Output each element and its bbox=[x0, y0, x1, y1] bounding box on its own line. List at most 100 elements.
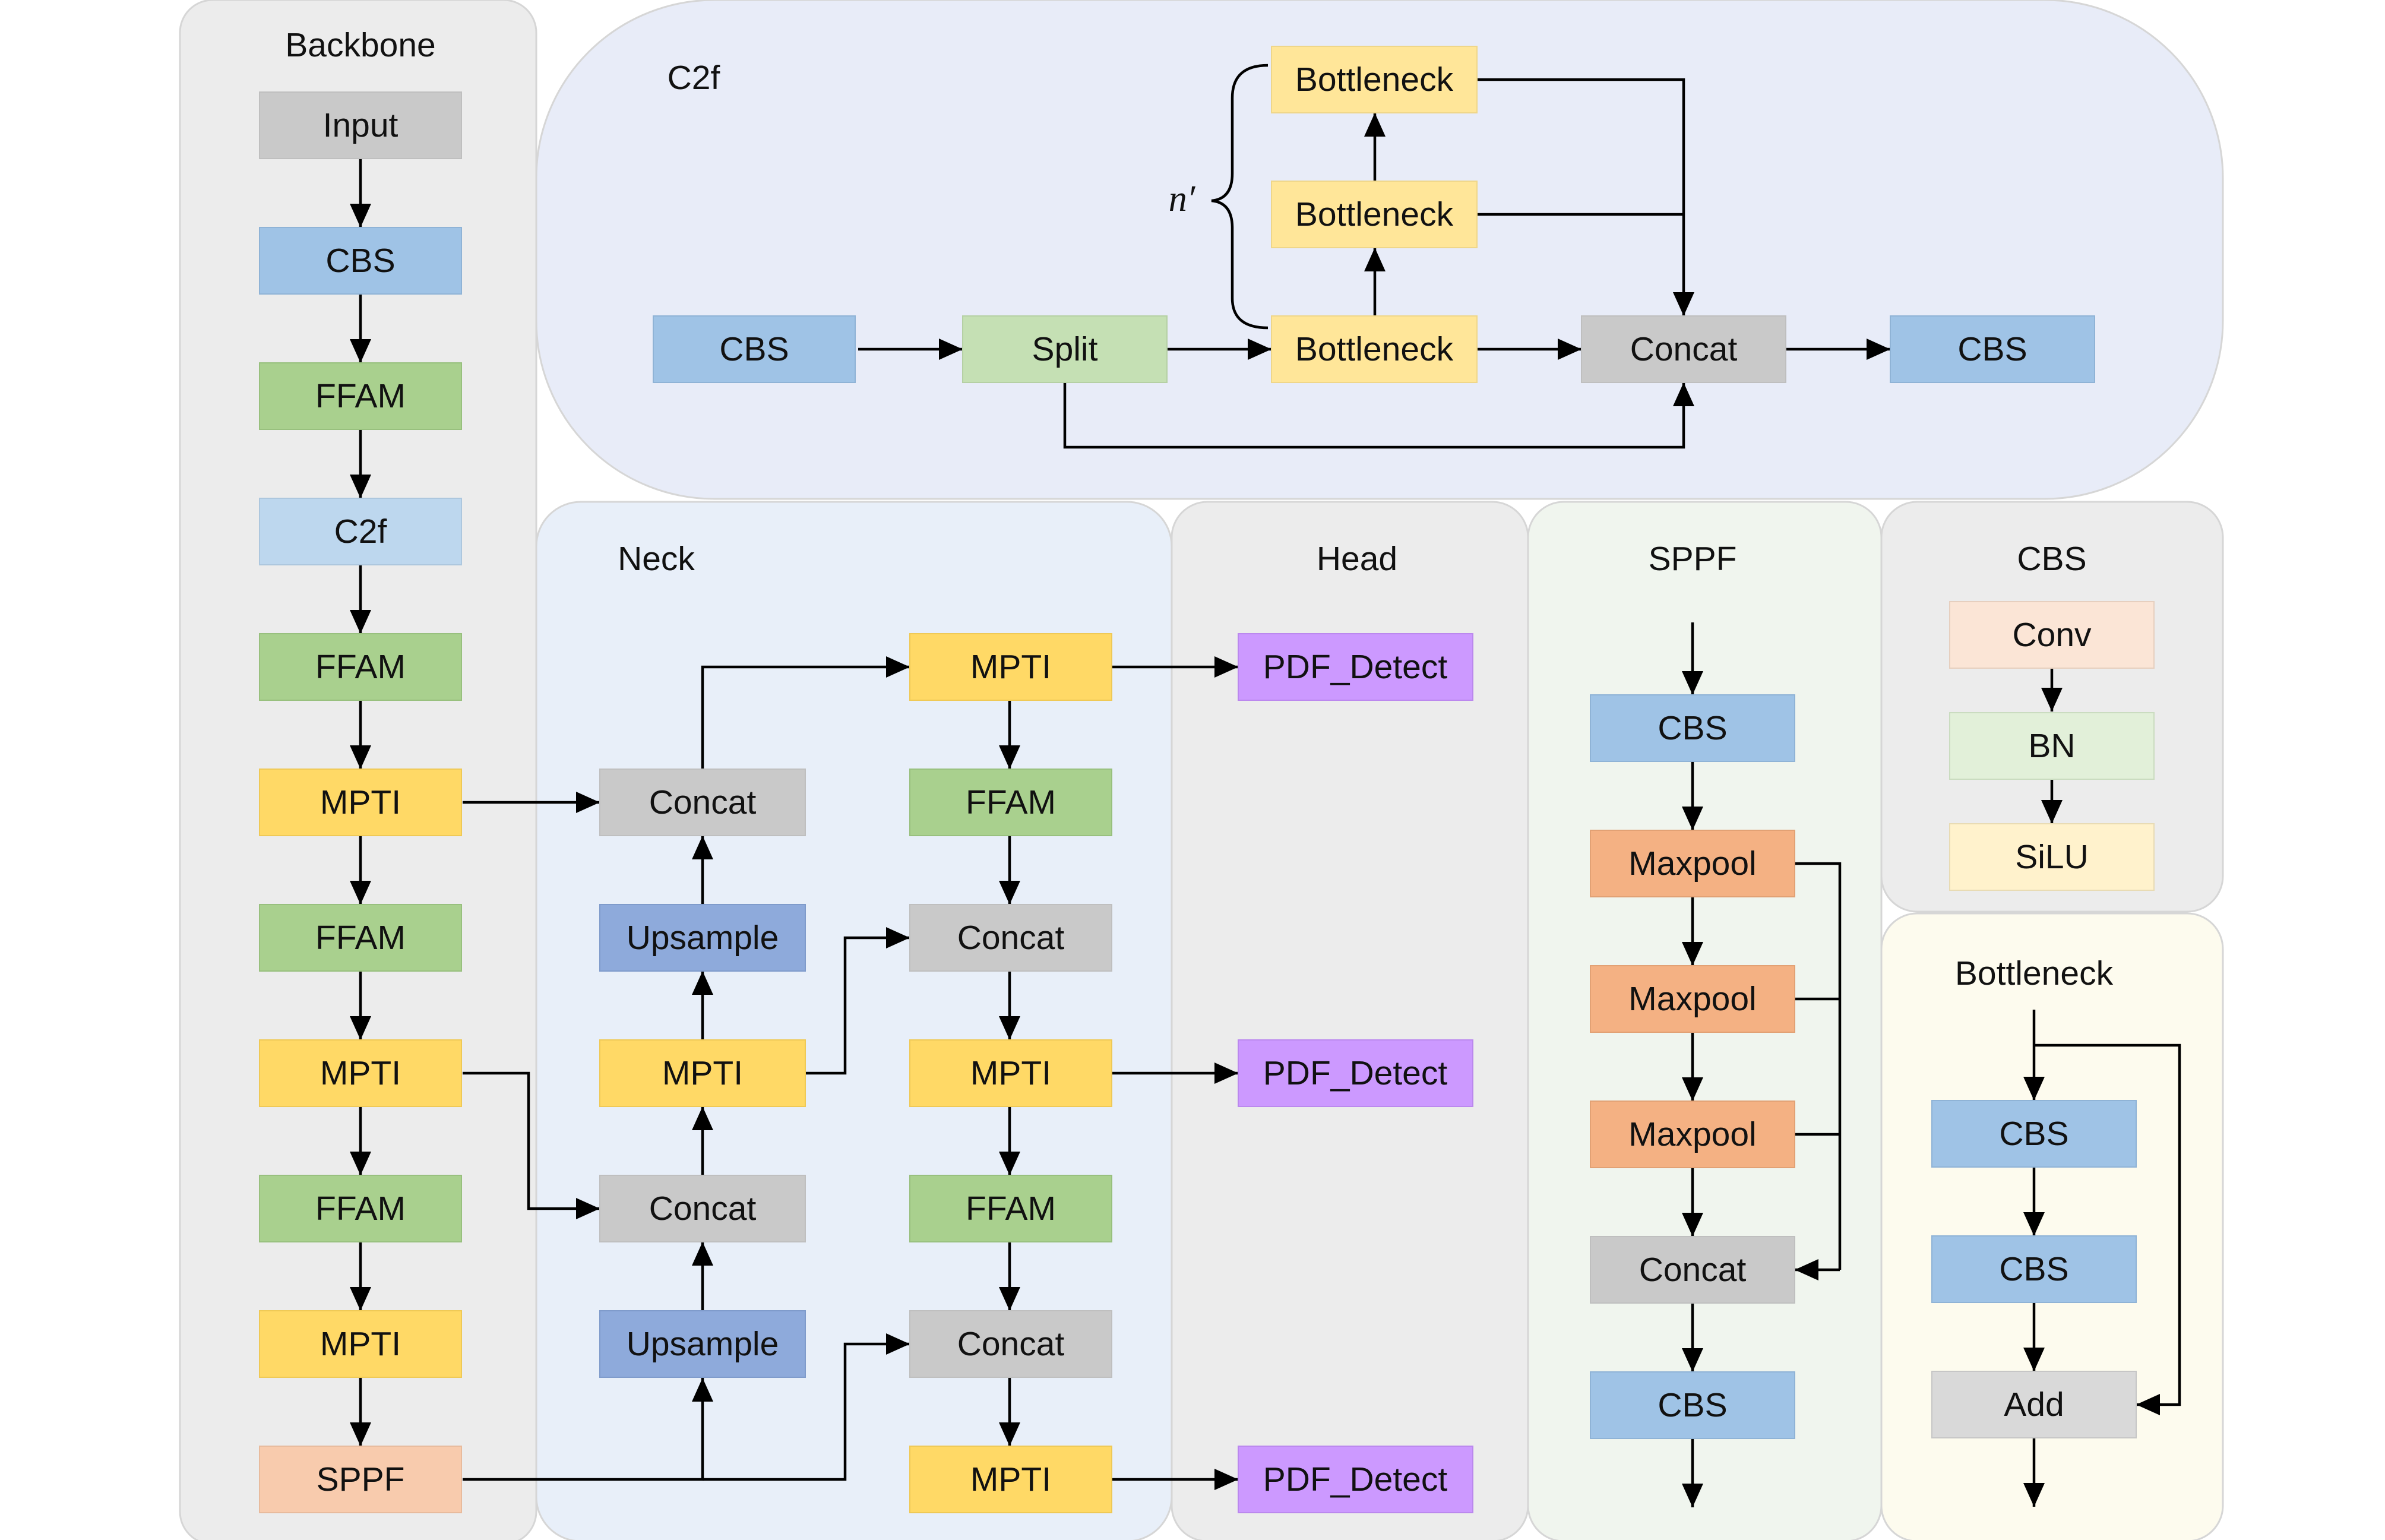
bneck-add-label: Add bbox=[2004, 1386, 2064, 1424]
c2f-concat-label: Concat bbox=[1630, 330, 1738, 368]
sppf-concat-box bbox=[1590, 1236, 1795, 1304]
backbone-input-label: Input bbox=[323, 106, 398, 144]
neck-concat4-box bbox=[909, 1310, 1112, 1378]
edges bbox=[350, 64, 2181, 1507]
cbs-conv-box bbox=[1949, 601, 2155, 669]
neck-concat4-label: Concat bbox=[957, 1325, 1065, 1363]
neck-ffam1-label: FFAM bbox=[966, 783, 1056, 821]
neck-mpti-label: MPTI bbox=[662, 1054, 743, 1092]
bneck-cbs2-label: CBS bbox=[1999, 1250, 2068, 1288]
sppf-cbs-in-box bbox=[1590, 694, 1795, 762]
backbone-cbs-label: CBS bbox=[325, 242, 395, 280]
neck-upsample1-box bbox=[599, 904, 806, 972]
panel-titles: Backbone C2f Neck Head SPPF CBS Bottlene… bbox=[285, 26, 2113, 992]
sppf-maxpool2-label: Maxpool bbox=[1628, 980, 1756, 1018]
sppf-cbs-in-label: CBS bbox=[1658, 709, 1727, 747]
c2f-bottleneck-bot-label: Bottleneck bbox=[1295, 330, 1454, 368]
edge-mpti-concat3 bbox=[805, 927, 910, 1075]
edge-sppf-concat4 bbox=[703, 1333, 910, 1481]
bottleneck-panel bbox=[1880, 912, 2224, 1540]
head-detect2-box bbox=[1238, 1039, 1473, 1107]
neck-concat1-box bbox=[599, 769, 806, 836]
neck-ffam2-box bbox=[909, 1175, 1112, 1242]
neck-concat3-box bbox=[909, 904, 1112, 972]
sppf-maxpool3-label: Maxpool bbox=[1628, 1115, 1756, 1153]
neck-mpti-out1-box bbox=[909, 633, 1112, 701]
c2f-bottleneck-bot-box bbox=[1271, 315, 1478, 383]
head-title: Head bbox=[1317, 540, 1397, 578]
neck-upsample2-box bbox=[599, 1310, 806, 1378]
backbone-ffam4-label: FFAM bbox=[315, 1190, 406, 1228]
backbone-ffam2-box bbox=[259, 633, 462, 701]
cbs-conv-label: Conv bbox=[2012, 616, 2092, 654]
cbs-bn-label: BN bbox=[2028, 727, 2075, 765]
edge-c2f-top-concat bbox=[1477, 78, 1694, 316]
bneck-add-box bbox=[1931, 1371, 2137, 1438]
sppf-title: SPPF bbox=[1649, 540, 1737, 578]
sppf-maxpool2-box bbox=[1590, 965, 1795, 1033]
c2f-bottleneck-mid-label: Bottleneck bbox=[1295, 195, 1454, 233]
cbs-bn-box bbox=[1949, 712, 2155, 780]
neck-mpti-out2-box bbox=[909, 1039, 1112, 1107]
bneck-cbs1-box bbox=[1931, 1100, 2137, 1168]
backbone-mpti2-label: MPTI bbox=[320, 1054, 401, 1092]
backbone-sppf-box bbox=[259, 1446, 462, 1513]
neck-concat3-label: Concat bbox=[957, 919, 1065, 957]
backbone-ffam1-label: FFAM bbox=[315, 377, 406, 415]
neck-concat2-box bbox=[599, 1175, 806, 1242]
sppf-maxpool1-label: Maxpool bbox=[1628, 845, 1756, 883]
head-detect2-label: PDF_Detect bbox=[1263, 1054, 1448, 1092]
head-detect3-box bbox=[1238, 1446, 1473, 1513]
backbone-mpti1-label: MPTI bbox=[320, 783, 401, 821]
edge-mpti2-concat2 bbox=[463, 1071, 600, 1219]
neck-title: Neck bbox=[618, 540, 695, 578]
cbs-title: CBS bbox=[2017, 540, 2086, 578]
backbone-mpti3-label: MPTI bbox=[320, 1325, 401, 1363]
neck-mpti-out2-label: MPTI bbox=[970, 1054, 1051, 1092]
backbone-ffam3-box bbox=[259, 904, 462, 972]
backbone-cbs-box bbox=[259, 227, 462, 295]
head-detect1-label: PDF_Detect bbox=[1263, 648, 1448, 686]
c2f-bottleneck-top-label: Bottleneck bbox=[1295, 61, 1454, 99]
c2f-cbs-in-box bbox=[653, 315, 856, 383]
cbs-silu-label: SiLU bbox=[2015, 838, 2089, 876]
c2f-repeat-brace bbox=[1211, 64, 1269, 330]
backbone-ffam3-label: FFAM bbox=[315, 919, 406, 957]
c2f-title: C2f bbox=[668, 59, 720, 97]
neck-ffam2-label: FFAM bbox=[966, 1190, 1056, 1228]
bneck-cbs2-box bbox=[1931, 1235, 2137, 1303]
c2f-bottleneck-mid-box bbox=[1271, 181, 1478, 248]
neck-upsample2-label: Upsample bbox=[627, 1325, 779, 1363]
neck-concat2-label: Concat bbox=[649, 1190, 757, 1228]
edge-bneck-residual bbox=[2034, 1043, 2181, 1415]
backbone-ffam4-box bbox=[259, 1175, 462, 1242]
c2f-cbs-out-box bbox=[1890, 315, 2095, 383]
c2f-repeat-label: n′ bbox=[1169, 179, 1196, 219]
sppf-cbs-out-box bbox=[1590, 1371, 1795, 1439]
backbone-ffam2-label: FFAM bbox=[315, 648, 406, 686]
backbone-c2f-label: C2f bbox=[334, 513, 387, 551]
sppf-maxpool1-box bbox=[1590, 830, 1795, 897]
sppf-cbs-out-label: CBS bbox=[1658, 1386, 1727, 1424]
backbone-ffam1-box bbox=[259, 362, 462, 430]
neck-mpti-out3-label: MPTI bbox=[970, 1460, 1051, 1498]
neck-upsample1-label: Upsample bbox=[627, 919, 779, 957]
head-detect3-label: PDF_Detect bbox=[1263, 1460, 1448, 1498]
sppf-concat-label: Concat bbox=[1639, 1251, 1747, 1289]
nodes: Input CBS FFAM C2f FFAM MPTI FFAM MPTI F… bbox=[259, 46, 2155, 1513]
bneck-cbs1-label: CBS bbox=[1999, 1115, 2068, 1153]
neck-mpti-box bbox=[599, 1039, 806, 1107]
head-detect1-box bbox=[1238, 633, 1473, 701]
c2f-split-box bbox=[962, 315, 1168, 383]
backbone-mpti2-box bbox=[259, 1039, 462, 1107]
c2f-bottleneck-top-box bbox=[1271, 46, 1478, 113]
edge-c2f-split-concat bbox=[1063, 382, 1694, 449]
edge-concat1-mptiout1 bbox=[701, 656, 910, 769]
backbone-mpti3-box bbox=[259, 1310, 462, 1378]
neck-concat1-label: Concat bbox=[649, 783, 757, 821]
c2f-concat-box bbox=[1581, 315, 1786, 383]
backbone-mpti1-box bbox=[259, 769, 462, 836]
cbs-silu-box bbox=[1949, 823, 2155, 891]
